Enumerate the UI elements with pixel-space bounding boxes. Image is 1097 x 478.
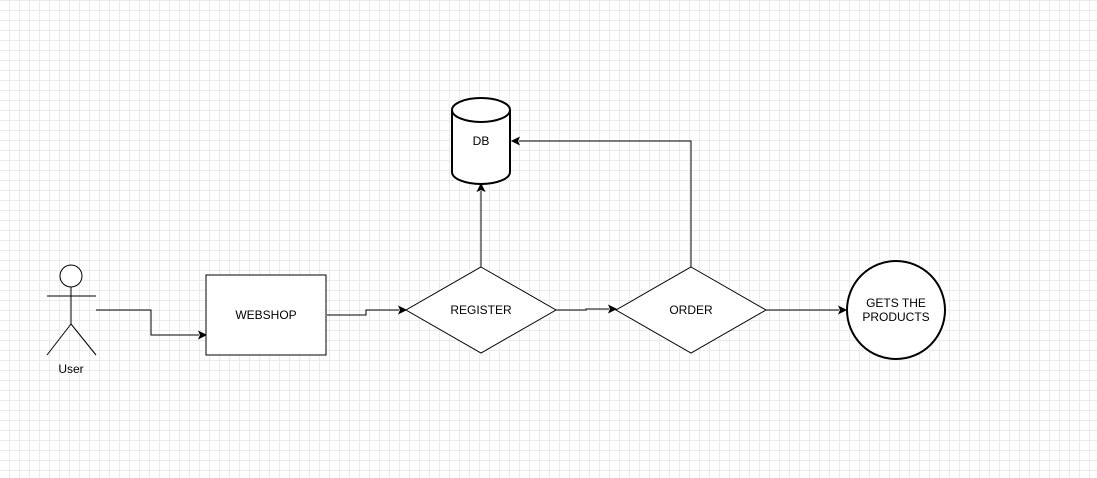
arrowhead-icon [608,304,618,314]
db-node[interactable]: DB [451,97,511,185]
webshop-node[interactable]: WEBSHOP [205,274,327,356]
edge-register-to-order[interactable] [556,304,618,314]
register-label: REGISTER [450,303,512,317]
user-actor[interactable]: User [46,264,97,376]
edge-user-to-webshop[interactable] [96,309,208,340]
register-node[interactable]: REGISTER [404,266,558,354]
db-label: DB [473,134,490,148]
db-cylinder-body [451,110,511,185]
edges [96,136,848,340]
order-diamond [614,266,768,354]
actor-left-leg [46,323,72,356]
arrowhead-icon [476,182,486,192]
webshop-label: WEBSHOP [235,308,296,322]
gets-products-label-line1: GETS THE [866,296,926,310]
arrowhead-icon [510,136,520,146]
gets-products-node[interactable]: GETS THE PRODUCTS [846,260,946,360]
gets-products-circle [846,260,946,360]
order-label: ORDER [669,303,713,317]
edge-order-to-db[interactable] [510,136,692,268]
actor-head [59,264,83,288]
arrowhead-icon [198,330,208,340]
edge-webshop-to-register[interactable] [327,305,408,316]
db-cylinder-top [451,97,511,123]
edge-register-to-db[interactable] [476,182,486,267]
arrowhead-icon [838,305,848,315]
actor-right-leg [70,323,97,356]
register-diamond [404,266,558,354]
gets-products-label-line2: PRODUCTS [862,310,929,324]
user-label: User [58,362,83,376]
order-node[interactable]: ORDER [614,266,768,354]
webshop-box [205,274,327,356]
arrowhead-icon [398,305,408,315]
edge-order-to-gets-products[interactable] [766,305,848,315]
